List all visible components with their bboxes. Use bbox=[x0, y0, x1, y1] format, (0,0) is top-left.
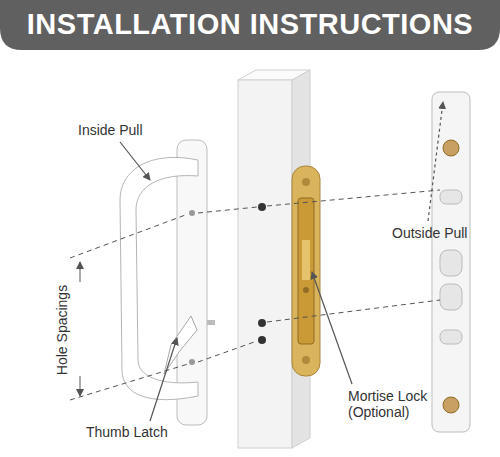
inside-pull bbox=[120, 140, 215, 425]
mortise-lock bbox=[292, 166, 320, 376]
part-label: Mortise Lock (Optional) bbox=[348, 388, 448, 420]
dimension-label: Hole Spacings bbox=[54, 285, 70, 375]
title-text: INSTALLATION INSTRUCTIONS bbox=[27, 8, 473, 41]
dimension-mark bbox=[70, 214, 188, 400]
title-banner bbox=[0, 0, 500, 50]
part-label: Thumb Latch bbox=[86, 424, 168, 440]
leader-line bbox=[120, 102, 443, 421]
part-label: Outside Pull bbox=[392, 225, 467, 241]
part-label: Inside Pull bbox=[78, 122, 143, 138]
alignment-line bbox=[198, 190, 440, 362]
